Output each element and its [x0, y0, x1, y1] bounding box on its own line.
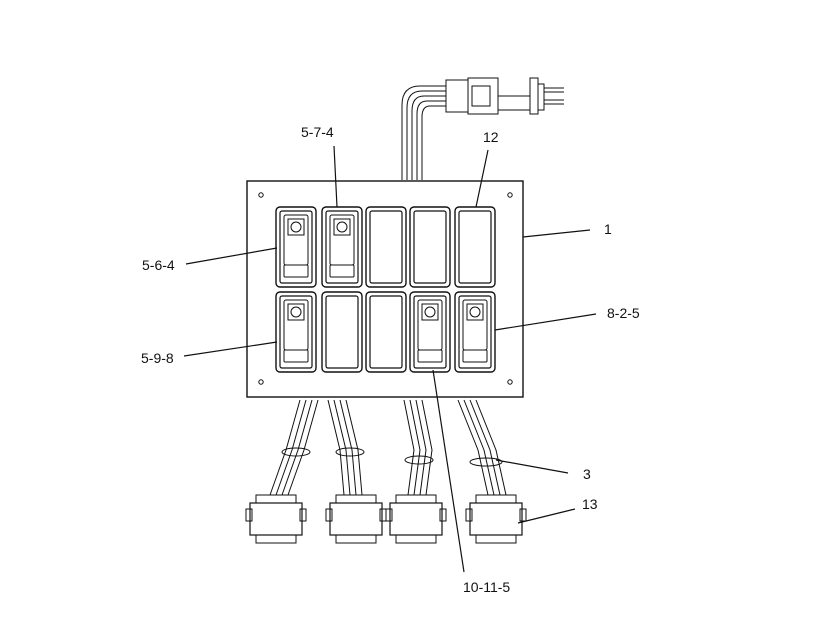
switch-top-row-3 — [365, 206, 407, 288]
switch-top-row-2 — [321, 206, 363, 288]
callout-12: 12 — [483, 129, 499, 145]
bottom-connector-1 — [245, 494, 307, 544]
bottom-connector-2 — [325, 494, 387, 544]
callout-labels: 5-7-4 12 1 5-6-4 8-2-5 5-9-8 3 13 10-11-… — [141, 124, 640, 595]
switch-symbol-icon — [421, 303, 439, 321]
bottom-connector-4 — [465, 494, 527, 544]
switch-symbol-icon — [333, 218, 351, 236]
switch-bottom-row-4 — [409, 291, 451, 373]
top-harness — [401, 85, 446, 180]
switch-symbol-icon — [466, 303, 484, 321]
bottom-harness-2 — [327, 399, 365, 496]
bottom-harness-4 — [457, 399, 507, 496]
bottom-harness-1 — [269, 399, 319, 496]
top-connector — [445, 77, 564, 115]
switch-symbol-icon — [287, 303, 305, 321]
callout-5-6-4: 5-6-4 — [142, 257, 175, 273]
switch-grid — [275, 206, 496, 373]
callout-13: 13 — [582, 496, 598, 512]
callout-8-2-5: 8-2-5 — [607, 305, 640, 321]
switch-bottom-row-5 — [454, 291, 496, 373]
switch-bottom-row-2 — [321, 291, 363, 373]
switch-top-row-4 — [409, 206, 451, 288]
bottom-connector-3 — [385, 494, 447, 544]
bottom-harness-3 — [403, 399, 434, 496]
callout-1: 1 — [604, 221, 612, 237]
switch-bottom-row-1 — [275, 291, 317, 373]
switch-symbol-icon — [287, 218, 305, 236]
callout-5-9-8: 5-9-8 — [141, 350, 174, 366]
switch-top-row-1 — [275, 206, 317, 288]
callout-10-11-5: 10-11-5 — [463, 579, 510, 595]
bottom-connectors — [245, 494, 527, 544]
callout-3: 3 — [583, 466, 591, 482]
switch-bottom-row-3 — [365, 291, 407, 373]
switch-top-row-5 — [454, 206, 496, 288]
leader-lines — [183, 145, 597, 573]
callout-5-7-4: 5-7-4 — [301, 124, 334, 140]
